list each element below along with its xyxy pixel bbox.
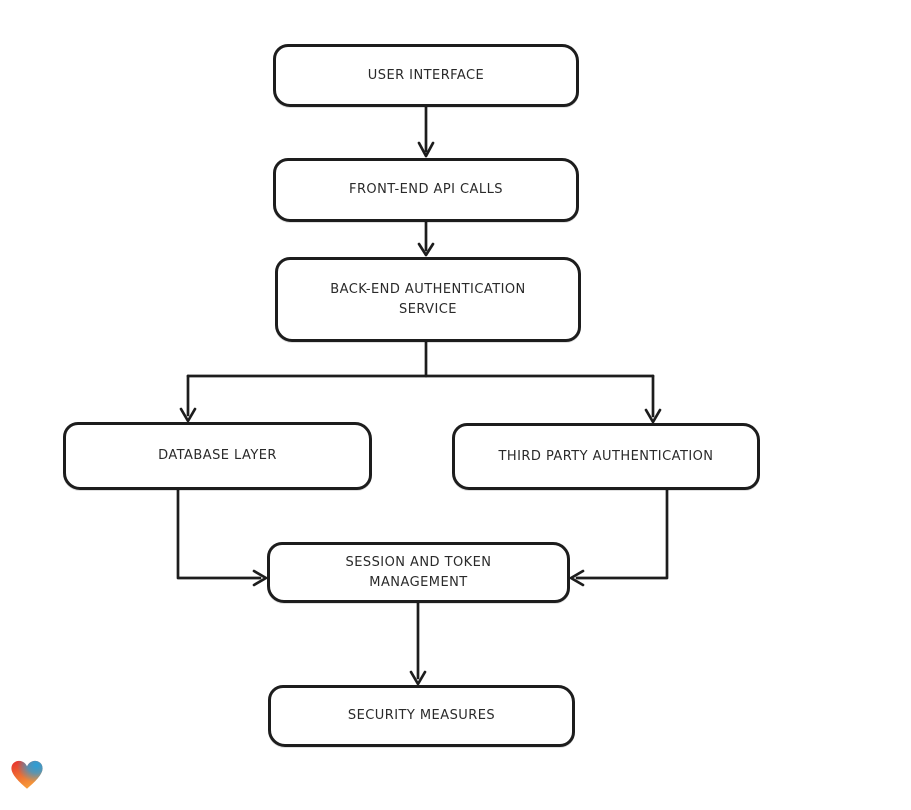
node-label: BACK-END AUTHENTICATION SERVICE — [330, 281, 526, 317]
node-label: FRONT-END API CALLS — [349, 182, 503, 197]
node-label: THIRD PARTY AUTHENTICATION — [498, 448, 714, 464]
node-security-measures[interactable]: SECURITY MEASURES — [268, 685, 575, 747]
node-back-end-authentication-service[interactable]: BACK-END AUTHENTICATION SERVICE — [275, 257, 581, 342]
node-user-interface[interactable]: USER INTERFACE — [273, 44, 579, 107]
node-label: SESSION AND TOKEN MANAGEMENT — [345, 554, 492, 590]
node-database-layer[interactable]: DATABASE LAYER — [63, 422, 372, 490]
arrow-frontend-to-backend — [417, 220, 435, 257]
node-label: DATABASE LAYER — [158, 448, 277, 463]
arrow-database-to-session — [176, 488, 268, 587]
node-third-party-authentication[interactable]: THIRD PARTY AUTHENTICATION — [452, 423, 760, 490]
heart-logo-icon[interactable] — [10, 759, 44, 791]
node-front-end-api-calls[interactable]: FRONT-END API CALLS — [273, 158, 579, 222]
arrow-session-to-security — [409, 601, 427, 686]
arrow-thirdparty-to-session — [569, 488, 669, 587]
node-session-and-token-management[interactable]: SESSION AND TOKEN MANAGEMENT — [267, 542, 570, 603]
arrow-backend-branch — [179, 340, 662, 424]
arrow-ui-to-frontend — [417, 105, 435, 158]
node-label: SECURITY MEASURES — [347, 708, 496, 723]
node-label: USER INTERFACE — [367, 67, 485, 83]
